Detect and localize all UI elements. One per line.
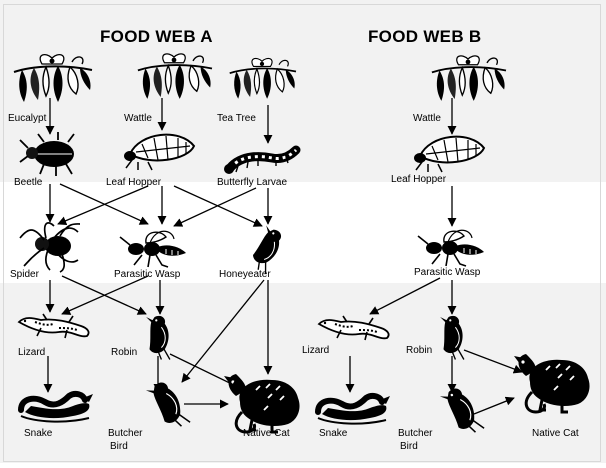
snake-icon xyxy=(21,394,93,422)
native-cat-b-icon xyxy=(512,352,592,414)
wasp-icon xyxy=(119,230,187,268)
label-tea-tree: Tea Tree xyxy=(217,113,256,124)
label-honeyeater: Honeyeater xyxy=(219,269,271,280)
wattle-plant-icon xyxy=(136,52,213,100)
label-butcher: Butcher xyxy=(108,428,143,439)
eucalypt-plant-icon xyxy=(13,53,93,103)
native-cat-icon xyxy=(222,372,302,434)
label-b-leaf-hopper: Leaf Hopper xyxy=(391,174,447,185)
leaf-hopper-b-icon xyxy=(413,135,485,173)
wasp-b-icon xyxy=(417,229,485,267)
beetle-icon xyxy=(19,131,75,177)
food-web-b-arrows xyxy=(345,98,523,415)
label-lizard: Lizard xyxy=(18,347,46,358)
row-band-top xyxy=(0,0,606,182)
caterpillar-icon xyxy=(224,150,296,174)
leaf-hopper-icon xyxy=(123,133,195,171)
label-wattle: Wattle xyxy=(124,113,152,124)
robin-b-bird-icon xyxy=(439,315,465,361)
tea-tree-plant-icon xyxy=(228,57,297,100)
wattle-b-plant-icon xyxy=(430,54,507,102)
food-web-b-title: FOOD WEB B xyxy=(368,27,482,46)
butcher-bird-b-icon xyxy=(438,383,485,441)
label-snake: Snake xyxy=(24,428,53,439)
food-web-a-title: FOOD WEB A xyxy=(100,27,213,46)
lizard-b-icon xyxy=(318,315,390,341)
label-b-butcher: Butcher xyxy=(398,428,433,439)
label-b-parasitic-wasp: Parasitic Wasp xyxy=(414,267,481,278)
label-robin: Robin xyxy=(111,347,138,358)
label-eucalypt: Eucalypt xyxy=(8,113,47,124)
row-band-bottom xyxy=(0,283,606,463)
butcher-bird-icon xyxy=(144,377,191,435)
label-b-snake: Snake xyxy=(319,428,348,439)
label-b-lizard: Lizard xyxy=(302,345,330,356)
label-spider: Spider xyxy=(10,269,39,280)
label-b-robin: Robin xyxy=(406,345,433,356)
label-b-bird: Bird xyxy=(400,441,418,452)
label-bird: Bird xyxy=(110,441,128,452)
spider-icon xyxy=(19,222,81,273)
robin-bird-icon xyxy=(145,315,171,361)
lizard-icon xyxy=(18,313,90,339)
label-butterfly-larvae: Butterfly Larvae xyxy=(217,177,288,188)
label-leaf-hopper: Leaf Hopper xyxy=(106,177,162,188)
label-beetle: Beetle xyxy=(14,177,43,188)
snake-b-icon xyxy=(318,396,390,424)
food-web-a-arrows xyxy=(43,98,273,409)
label-b-native-cat: Native Cat xyxy=(532,428,579,439)
label-b-wattle: Wattle xyxy=(413,113,441,124)
label-native-cat: Native Cat xyxy=(243,428,290,439)
label-parasitic-wasp: Parasitic Wasp xyxy=(114,269,181,280)
honeyeater-bird-icon xyxy=(244,223,289,275)
